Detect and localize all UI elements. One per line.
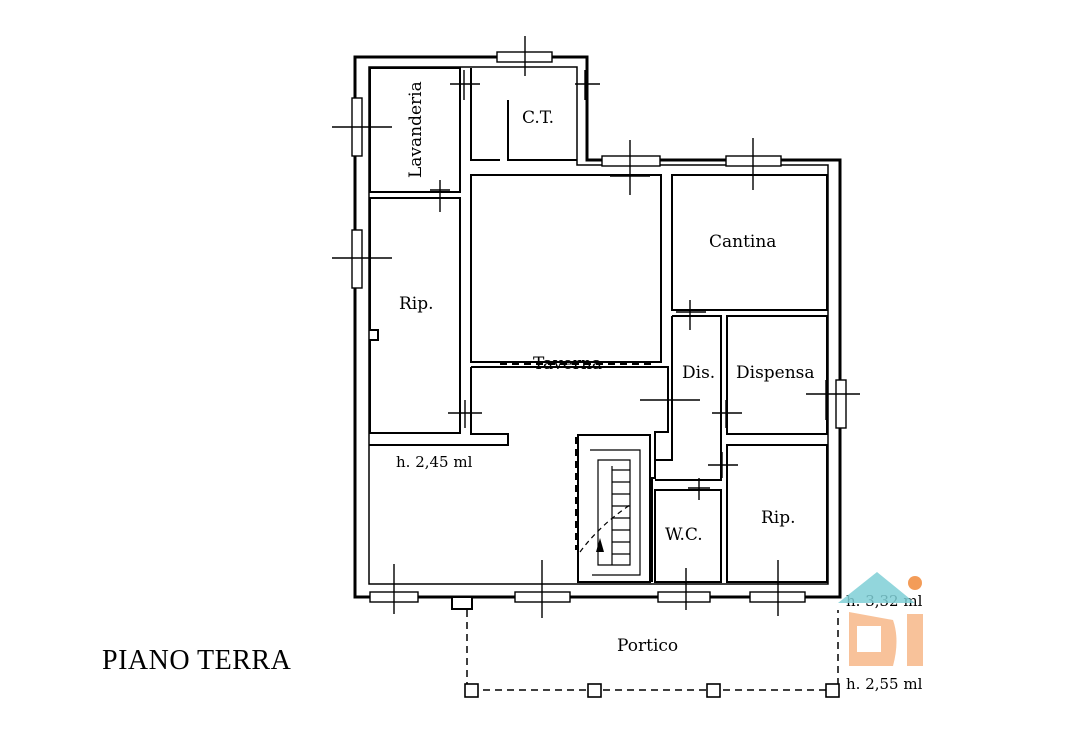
room-label-lavanderia: Lavanderia xyxy=(406,81,426,178)
height-label-portico: h. 2,55 ml xyxy=(846,675,923,693)
room-label-rip-right: Rip. xyxy=(761,508,796,528)
room-label-rip-left: Rip. xyxy=(399,294,434,314)
openings xyxy=(332,36,860,618)
portico xyxy=(464,610,840,698)
plan-title: PIANO TERRA xyxy=(102,645,292,676)
watermark-logo xyxy=(838,572,923,666)
staircase xyxy=(579,449,641,576)
room-label-dispensa: Dispensa xyxy=(736,363,815,383)
room-label-dis: Dis. xyxy=(682,363,715,383)
room-label-cantina: Cantina xyxy=(709,232,776,252)
room-label-ct: C.T. xyxy=(522,108,554,128)
room-label-wc: W.C. xyxy=(665,525,703,545)
interior-walls xyxy=(369,67,828,583)
room-label-portico: Portico xyxy=(617,636,678,656)
stair-arrow-icon xyxy=(596,538,604,552)
height-label-interior: h. 2,45 ml xyxy=(396,453,473,471)
outer-walls xyxy=(353,55,842,599)
room-label-taverna: Taverna xyxy=(533,354,602,374)
